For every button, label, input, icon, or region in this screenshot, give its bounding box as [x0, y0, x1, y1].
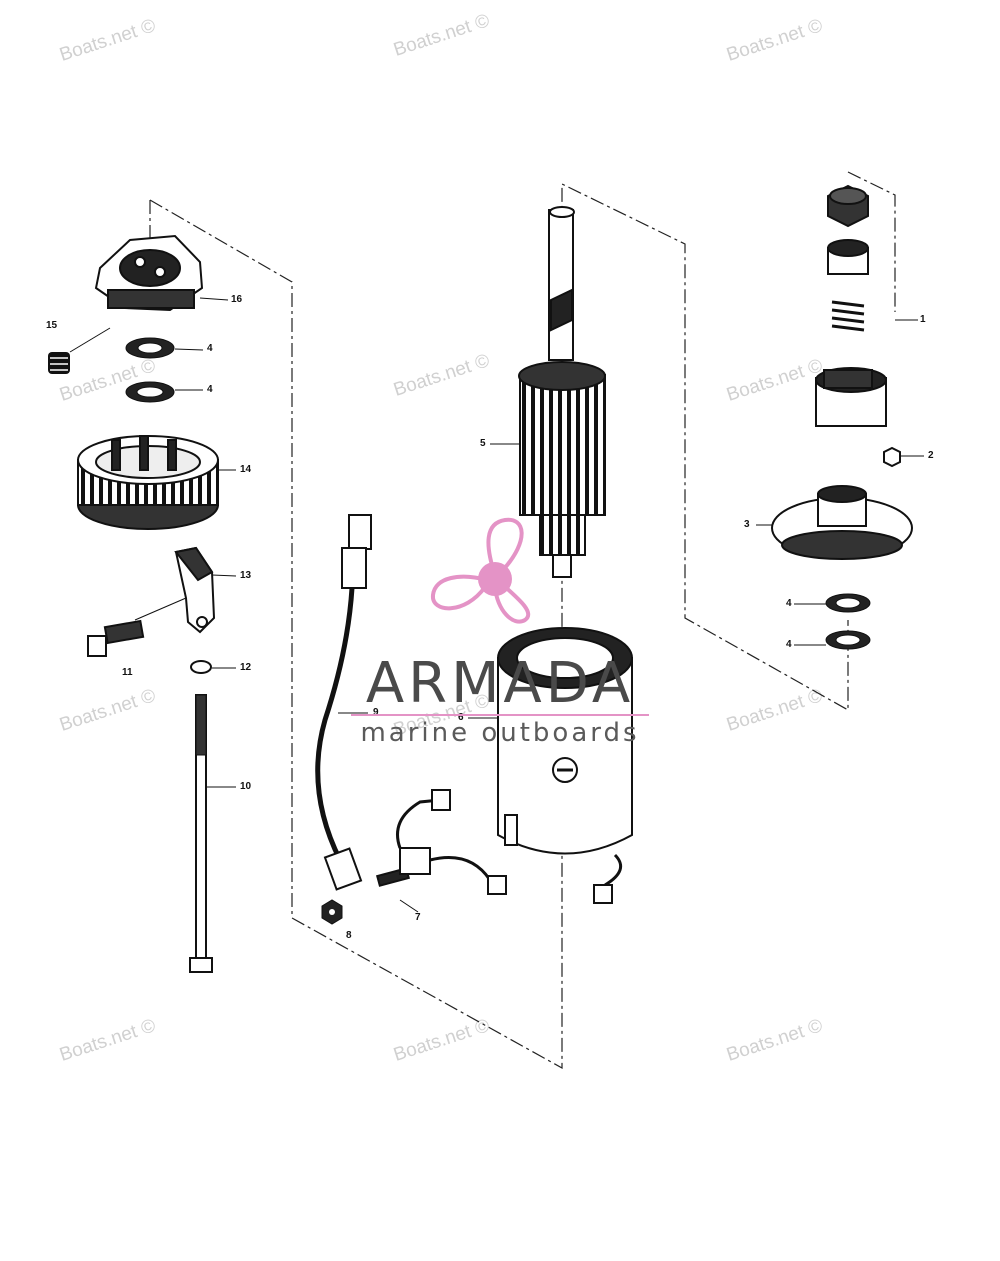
small-nut-part [883, 446, 901, 468]
cable-part [315, 514, 372, 891]
washer-part [825, 593, 871, 650]
callout-1: 1 [920, 314, 926, 325]
armature-part [518, 206, 606, 578]
callout-16: 16 [231, 294, 243, 305]
callout-7: 7 [415, 912, 421, 923]
brush-lead-part [174, 546, 216, 634]
callout-14: 14 [240, 464, 252, 475]
spring-part [48, 352, 70, 374]
washer-part [125, 337, 175, 403]
brand-divider [351, 714, 649, 716]
callout-10: 10 [240, 781, 252, 792]
drive-assembly-part [815, 184, 887, 427]
assembly-outline [149, 171, 896, 1070]
terminal-bolt-part [375, 789, 623, 904]
callout-4: 4 [207, 384, 213, 395]
brush-holder-ring-part [77, 435, 219, 530]
brand-name: ARMADA [365, 651, 635, 716]
callout-11: 11 [122, 667, 133, 678]
propeller-logo-icon [431, 517, 531, 624]
callout-5: 5 [480, 438, 486, 449]
leader-lines [69, 297, 924, 913]
end-frame-part [771, 485, 913, 560]
callout-4: 4 [786, 598, 792, 609]
nut-part [321, 899, 343, 925]
callout-3: 3 [744, 519, 750, 530]
end-plate-part [94, 234, 204, 312]
callout-6: 6 [458, 712, 464, 723]
callout-8: 8 [346, 930, 352, 941]
callout-2: 2 [928, 450, 934, 461]
callout-12: 12 [240, 662, 252, 673]
frame-housing-part [497, 627, 633, 855]
brand-logo: ARMADA marine outboards [345, 656, 655, 748]
callout-4: 4 [207, 343, 213, 354]
callout-4: 4 [786, 639, 792, 650]
brand-tagline: marine outboards [360, 718, 640, 748]
callout-13: 13 [240, 570, 252, 581]
bolt-part [87, 619, 145, 657]
callout-9: 9 [373, 707, 379, 718]
washer-small-part [190, 660, 212, 674]
through-bolt-part [189, 694, 213, 973]
callout-15: 15 [46, 320, 58, 331]
